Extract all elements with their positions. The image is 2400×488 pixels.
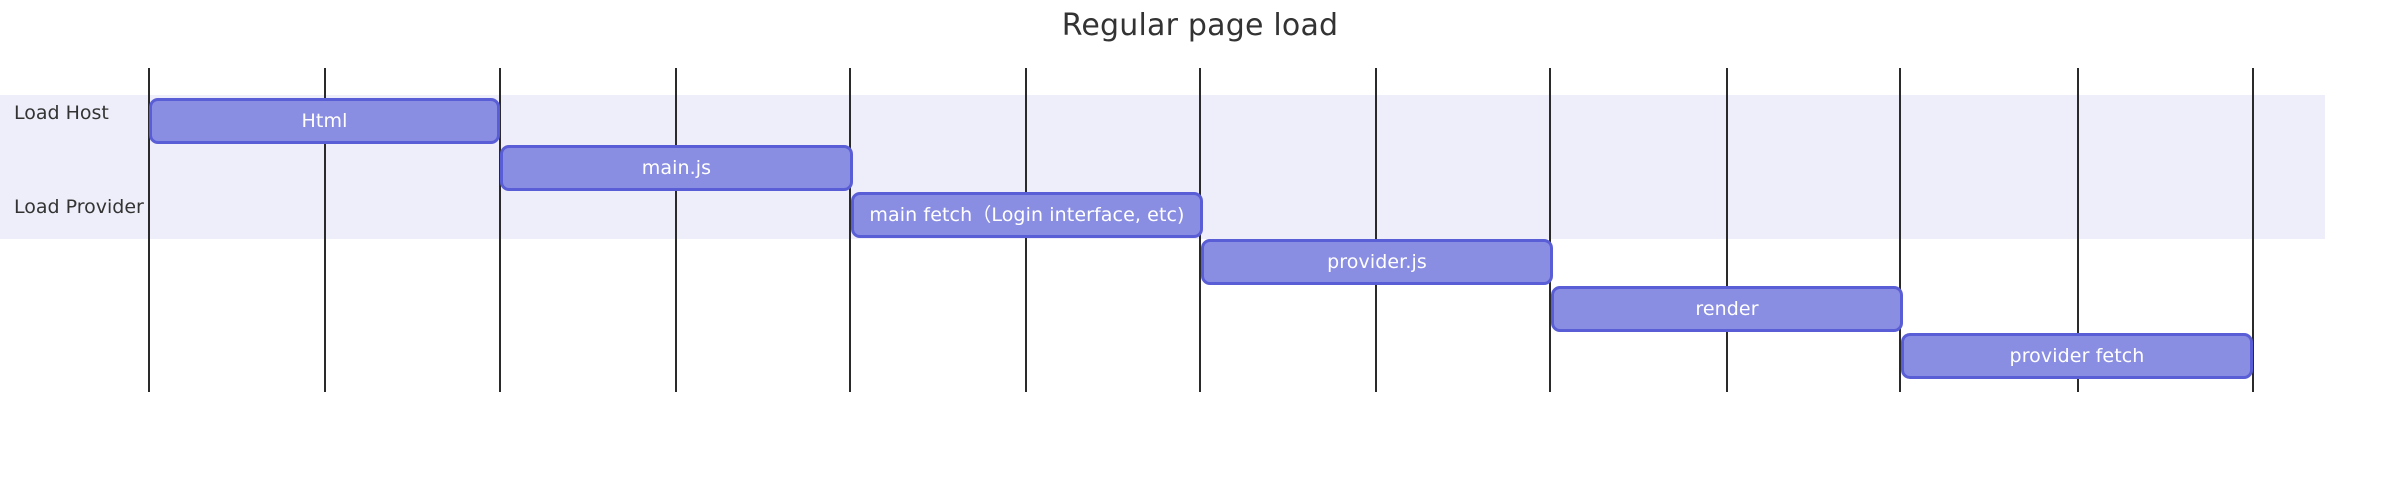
gantt-bar-5[interactable]: provider fetch [1901, 333, 2253, 379]
row-label-load-provider: Load Provider [14, 196, 144, 218]
chart-title: Regular page load [1061, 8, 1339, 43]
gantt-bar-4[interactable]: render [1551, 286, 1903, 332]
gantt-bar-0[interactable]: Html [149, 98, 500, 144]
gantt-bar-label: render [1695, 297, 1759, 320]
gantt-bar-label: Html [301, 109, 348, 132]
gridline-7 [1375, 68, 1377, 392]
row-label-load-host: Load Host [14, 102, 109, 124]
gridline-4 [849, 68, 851, 392]
gridline-9 [1726, 68, 1728, 392]
gridline-10 [1899, 68, 1901, 392]
gantt-bar-label: main.js [641, 156, 712, 179]
gantt-bar-label: provider fetch [2009, 344, 2145, 367]
gantt-bar-1[interactable]: main.js [500, 145, 853, 191]
gantt-bar-label: provider.js [1327, 250, 1427, 273]
gridline-12 [2252, 68, 2254, 392]
gridline-3 [675, 68, 677, 392]
gridline-2 [499, 68, 501, 392]
gantt-bar-label: main fetch（Login interface, etc) [869, 203, 1185, 226]
gantt-bar-3[interactable]: provider.js [1201, 239, 1553, 285]
gridline-11 [2077, 68, 2079, 392]
gridline-1 [324, 68, 326, 392]
gantt-bar-2[interactable]: main fetch（Login interface, etc) [851, 192, 1203, 238]
gridline-0 [148, 68, 150, 392]
gridline-8 [1549, 68, 1551, 392]
